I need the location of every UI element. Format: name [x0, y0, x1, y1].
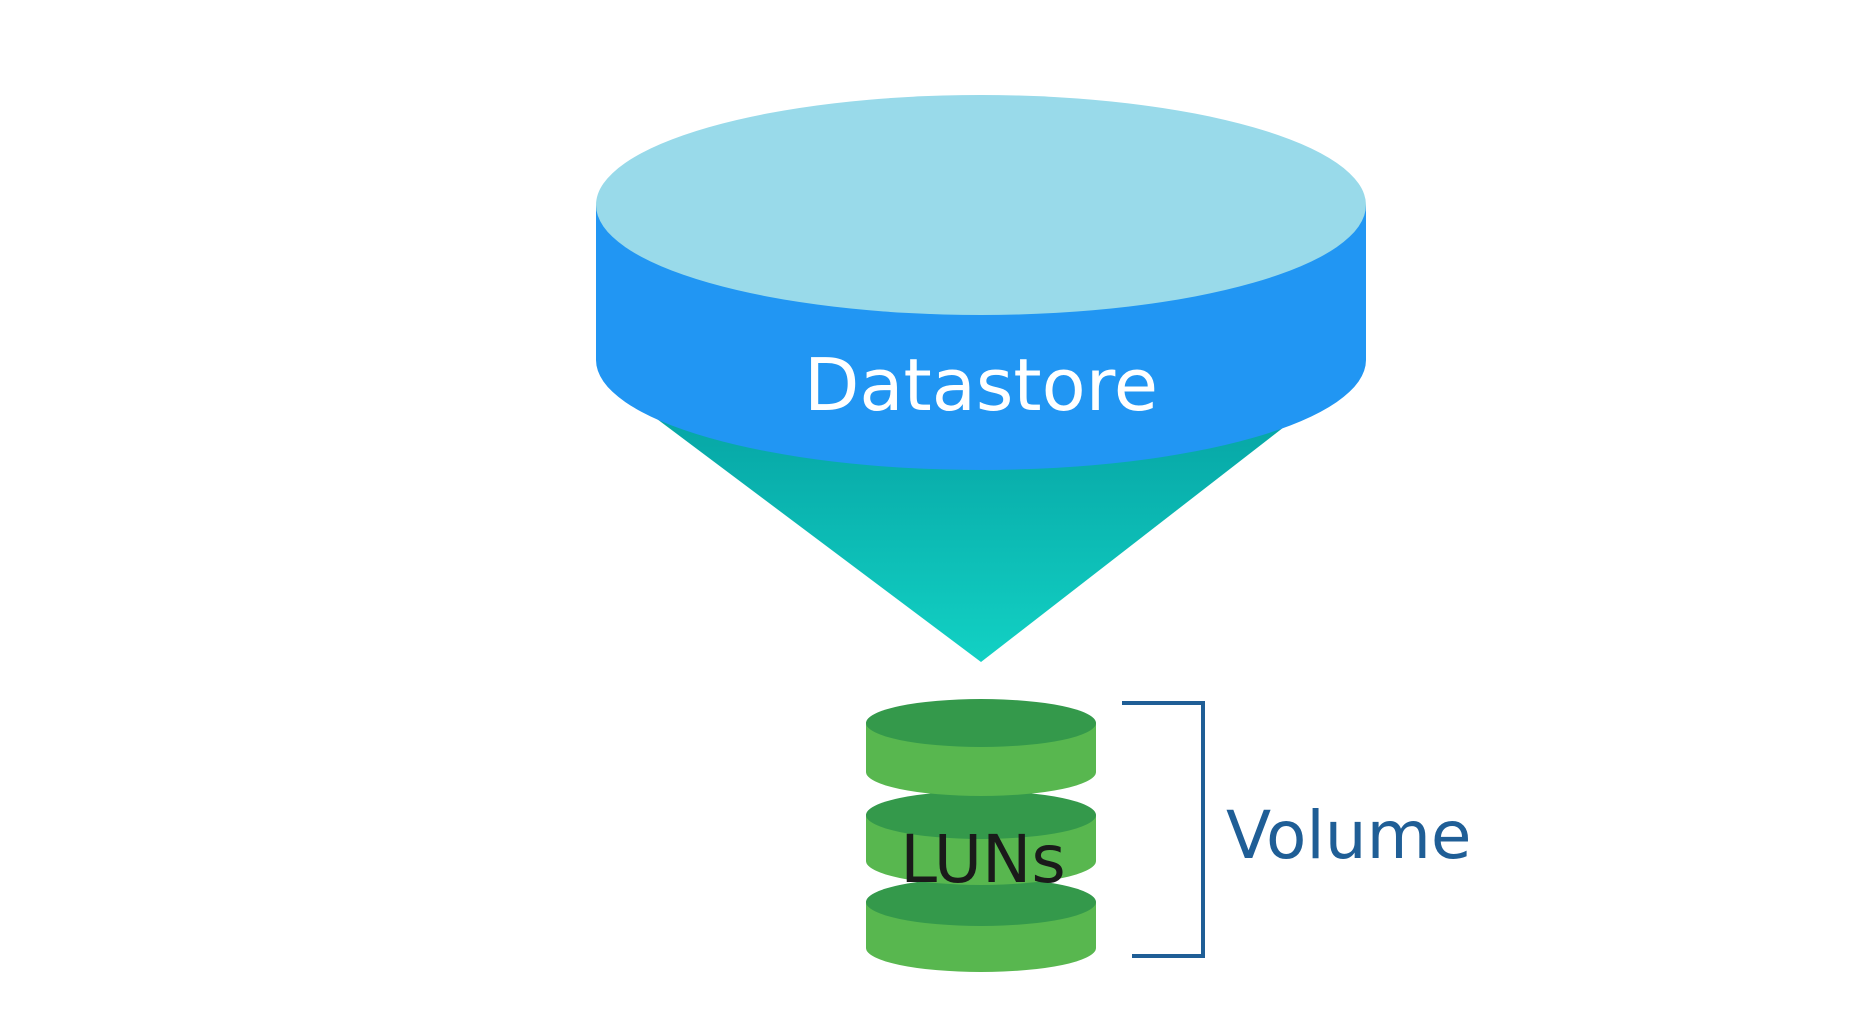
- lun-disk-middle: [866, 791, 1096, 885]
- lun-stack: LUNs: [866, 699, 1096, 972]
- luns-label: LUNs: [900, 821, 1066, 898]
- funnel-cone: [645, 410, 1306, 662]
- volume-label: Volume: [1226, 797, 1471, 874]
- volume-bracket: [1122, 701, 1205, 958]
- datastore-label: Datastore: [804, 343, 1158, 427]
- datastore-top: [596, 95, 1366, 315]
- lun-disk-top: [866, 699, 1096, 796]
- datastore-cylinder: Datastore: [596, 95, 1366, 470]
- lun-disk-bottom: [866, 878, 1096, 972]
